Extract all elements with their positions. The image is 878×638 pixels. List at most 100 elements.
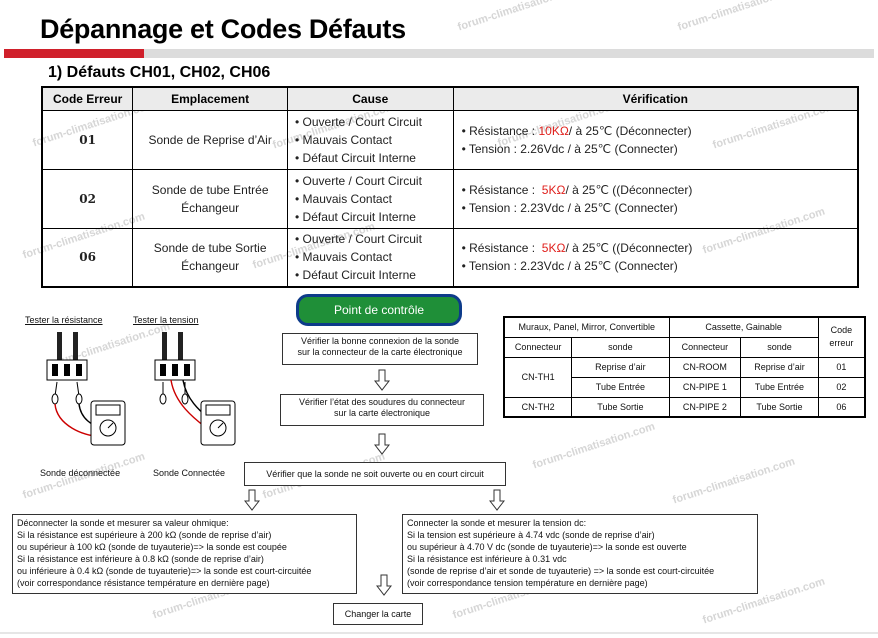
bottom-rule: [0, 632, 878, 634]
table-row: 02 Sonde de tube Entrée Échangeur • Ouve…: [41, 168, 859, 229]
header-line: erreur: [829, 338, 854, 349]
header-verification: Vérification: [452, 86, 859, 111]
error-code: 02: [41, 168, 134, 229]
resistance-line: • Résistance : 5KΩ/ à 25℃ ((Déconnecter): [462, 239, 857, 257]
resistance-value: 5KΩ: [541, 241, 566, 256]
connector-cell: CN-TH2: [503, 396, 573, 418]
probe-cell: Reprise d’air: [571, 356, 670, 378]
down-arrow-icon: [374, 369, 390, 391]
location: Sonde de tube Sortie Échangeur: [132, 227, 288, 288]
disconnected-measure-box: Déconnecter la sonde et mesurer sa valeu…: [12, 514, 357, 594]
cause-list: • Ouverte / Court Circuit • Mauvais Cont…: [287, 168, 454, 229]
resistance-label: • Résistance :: [461, 123, 539, 138]
probe-cell: Reprise d’air: [740, 356, 819, 378]
verification: • Résistance : 5KΩ/ à 25℃ ((Déconnecter)…: [452, 227, 859, 288]
disconnected-caption: Sonde déconnectée: [40, 468, 121, 478]
step-line: Vérifier que la sonde ne soit ouverte ou…: [266, 469, 484, 479]
resistance-label: • Résistance :: [461, 241, 542, 256]
location: Sonde de tube Entrée Échangeur: [132, 168, 288, 229]
group-header-cassette: Cassette, Gainable: [668, 316, 819, 338]
box-line: Si la résistance est inférieure à 0.31 v…: [407, 554, 567, 564]
location: Sonde de Reprise d’Air: [132, 109, 288, 170]
resistance-test-label: Tester la résistance: [25, 315, 103, 325]
location-line: Sonde de Reprise d’Air: [148, 132, 272, 147]
defect-table: Code Erreur Emplacement Cause Vérificati…: [41, 86, 859, 288]
box-line: ou supérieur à 100 kΩ (sonde de tuyauter…: [17, 542, 287, 552]
table-header-row: Code Erreur Emplacement Cause Vérificati…: [41, 86, 859, 111]
cause-item: • Mauvais Contact: [295, 250, 392, 265]
change-board-box: Changer la carte: [333, 603, 423, 625]
watermark: forum-climatisation.com: [456, 0, 582, 34]
step-check-solder: Vérifier l’état des soudures du connecte…: [280, 394, 484, 426]
code-cell: 06: [817, 396, 866, 418]
header-cause: Cause: [287, 86, 454, 111]
table-row: CN-TH2 Tube Sortie CN-PIPE 2 Tube Sortie…: [503, 396, 866, 418]
table-row: CN-TH1 Reprise d’air CN-ROOM Reprise d’a…: [503, 356, 866, 398]
cause-item: • Ouverte / Court Circuit: [295, 173, 422, 188]
table-header-row: Muraux, Panel, Mirror, Convertible Casse…: [503, 316, 866, 358]
location-line: Sonde de tube Entrée: [151, 182, 269, 197]
step-check-connection: Vérifier la bonne connexion de la sonde …: [282, 333, 478, 365]
cause-list: • Ouverte / Court Circuit • Mauvais Cont…: [287, 109, 454, 170]
title-rule: [144, 49, 874, 58]
resistance-condition: / à 25℃ ((Déconnecter): [565, 182, 693, 197]
table-row: 01 Sonde de Reprise d’Air • Ouverte / Co…: [41, 109, 859, 170]
box-line: (voir correspondance tension température…: [407, 578, 648, 588]
location-line: Sonde de tube Sortie: [153, 241, 267, 256]
box-line: ou inférieure à 0.4 kΩ (sonde de tuyaute…: [17, 566, 312, 576]
group-header-wall: Muraux, Panel, Mirror, Convertible: [503, 316, 670, 338]
subheader-probe: sonde: [571, 336, 670, 358]
voltage-line: • Tension : 2.23Vdc / à 25℃ (Connecter): [461, 259, 678, 274]
subheader-probe: sonde: [740, 336, 819, 358]
code-cell: 02: [817, 376, 866, 398]
location-line: Échangeur: [181, 259, 240, 274]
verification: • Résistance : 5KΩ/ à 25℃ ((Déconnecter)…: [452, 168, 859, 229]
watermark: forum-climatisation.com: [671, 455, 797, 507]
error-code: 06: [41, 227, 134, 288]
connected-measure-box: Connecter la sonde et mesurer la tension…: [402, 514, 758, 594]
table-row: Tube Entrée CN-PIPE 1 Tube Entrée 02: [504, 376, 866, 398]
resistance-value: 10KΩ: [538, 123, 569, 138]
cause-item: • Ouverte / Court Circuit: [295, 114, 422, 129]
cause-item: • Défaut Circuit Interne: [295, 209, 416, 224]
resistance-value: 5KΩ: [541, 182, 566, 197]
verification: • Résistance : 10KΩ/ à 25℃ (Déconnecter)…: [452, 109, 859, 170]
control-point-header: Point de contrôle: [296, 294, 462, 326]
code-cell: 01: [817, 356, 866, 378]
box-line: ou supérieur à 4.70 V dc (sonde de tuyau…: [407, 542, 687, 552]
step-line: Vérifier la bonne connexion de la sonde: [300, 336, 460, 346]
step-line: sur la connecteur de la carte électroniq…: [297, 347, 463, 357]
cause-item: • Défaut Circuit Interne: [295, 268, 416, 283]
cause-item: • Mauvais Contact: [295, 132, 392, 147]
step-line: Changer la carte: [344, 609, 412, 619]
down-arrow-icon: [489, 489, 505, 511]
step-line: sur la carte électronique: [333, 408, 431, 418]
title-accent-bar: [4, 49, 144, 58]
voltage-line: • Tension : 2.26Vdc / à 25℃ (Connecter): [461, 141, 678, 156]
box-line: (voir correspondance résistance températ…: [17, 578, 270, 588]
cause-item: • Mauvais Contact: [295, 191, 392, 206]
voltage-line: • Tension : 2.23Vdc / à 25℃ (Connecter): [461, 200, 678, 215]
probe-cell: Tube Entrée: [740, 376, 819, 398]
down-arrow-icon: [244, 489, 260, 511]
connected-caption: Sonde Connectée: [153, 468, 226, 478]
page-title: Dépannage et Codes Défauts: [40, 14, 406, 44]
resistance-test-diagram: [46, 332, 126, 446]
box-line: (sonde de reprise d’air et sonde de tuya…: [407, 566, 715, 576]
resistance-condition: / à 25℃ ((Déconnecter): [565, 241, 693, 256]
cause-list: • Ouverte / Court Circuit • Mauvais Cont…: [287, 227, 454, 288]
probe-cell: Tube Entrée: [571, 376, 670, 398]
box-line: Si la résistance est inférieure à 0.8 kΩ…: [17, 554, 264, 564]
location-line: Échangeur: [181, 200, 240, 215]
voltage-test-diagram: [154, 332, 236, 446]
step-check-probe: Vérifier que la sonde ne soit ouverte ou…: [244, 462, 506, 486]
subheader-connector: Connecteur: [503, 336, 573, 358]
resistance-line: • Résistance : 5KΩ/ à 25℃ ((Déconnecter): [462, 181, 857, 199]
cause-item: • Ouverte / Court Circuit: [295, 232, 422, 247]
header-line: Code: [830, 325, 853, 336]
header-code: Code Erreur: [41, 86, 134, 111]
box-line: Si la résistance est supérieure à 200 kΩ…: [17, 530, 272, 540]
box-line: Déconnecter la sonde et mesurer sa valeu…: [17, 518, 229, 528]
probe-connector-table: Muraux, Panel, Mirror, Convertible Casse…: [503, 316, 866, 418]
error-code: 01: [41, 109, 134, 170]
